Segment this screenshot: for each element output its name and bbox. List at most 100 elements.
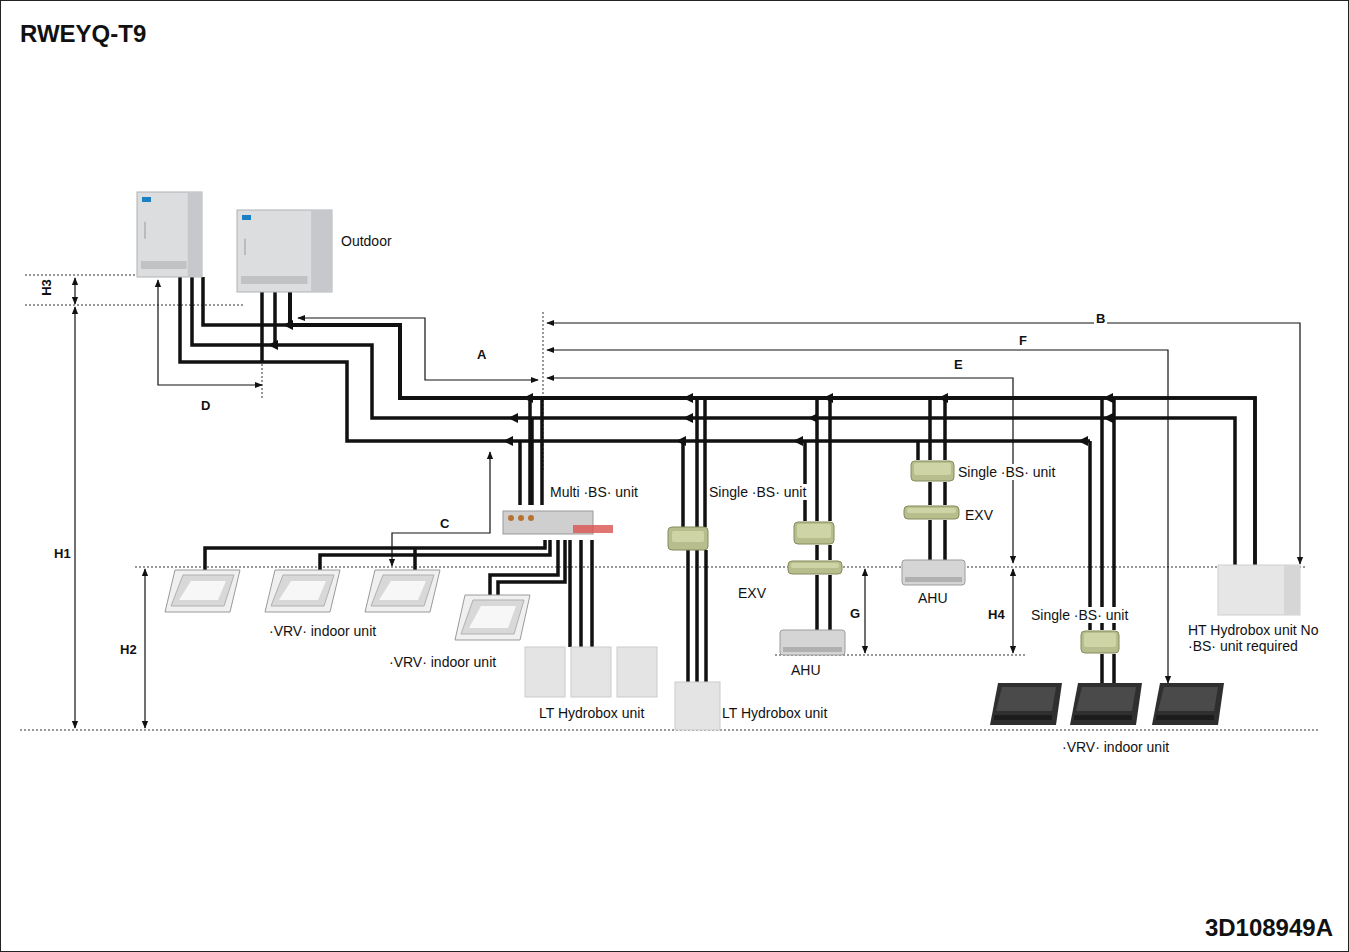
unit-picture (525, 647, 657, 697)
unit-picture (1156, 715, 1214, 720)
unit-picture (914, 463, 951, 475)
refrigerant-pipe (916, 441, 920, 460)
dimension-label: E (952, 357, 965, 372)
refrigerant-pipe (703, 398, 707, 527)
unit-picture (794, 522, 834, 544)
unit-picture (794, 522, 834, 544)
refrigerant-pipe (498, 540, 565, 595)
dimension-line (1012, 569, 1013, 653)
refrigerant-pipe-connector (928, 482, 932, 505)
unit-picture (904, 506, 959, 519)
unit-picture (165, 570, 445, 612)
unit-picture (911, 461, 954, 481)
unit-node: EXV (787, 560, 843, 575)
unit-node: LT Hydrobox unit (525, 647, 657, 697)
unit-label: EXV (737, 585, 767, 601)
refrigerant-pipe (260, 292, 264, 362)
unit-picture (518, 515, 524, 521)
refrigerant-pipe (943, 482, 947, 505)
dimension-label: H3 (39, 277, 54, 298)
refrigerant-pipe-connector (320, 540, 550, 570)
unit-node: HT Hydrobox unit No ·BS· unit required (1218, 565, 1300, 615)
refrigerant-pipe (686, 550, 690, 682)
unit-picture (1081, 631, 1119, 653)
unit-picture (1218, 565, 1300, 615)
unit-label: AHU (790, 662, 822, 678)
unit-picture (188, 192, 202, 277)
unit-picture (788, 561, 842, 574)
unit-picture (242, 215, 251, 220)
unit-picture (1081, 631, 1119, 653)
refrigerant-pipe (803, 441, 807, 521)
flow-arrowhead (268, 320, 1113, 446)
refrigerant-pipe (681, 441, 685, 527)
unit-picture (145, 222, 146, 239)
dimension-line (75, 278, 1300, 728)
unit-picture (783, 647, 842, 652)
unit-picture (903, 505, 960, 520)
unit-picture (780, 630, 845, 655)
unit-picture (780, 630, 845, 655)
unit-picture (265, 570, 340, 612)
refrigerant-pipe (1088, 441, 1092, 630)
unit-picture (907, 508, 956, 513)
unit-node: ·VRV· indoor unit (165, 570, 445, 612)
unit-label: EXV (964, 507, 994, 523)
unit-label: Outdoor (340, 233, 393, 249)
unit-picture (994, 715, 1052, 720)
unit-label: LT Hydrobox unit (721, 705, 828, 721)
unit-picture (455, 595, 530, 640)
unit-picture (990, 683, 1224, 725)
unit-picture (675, 682, 720, 730)
unit-picture (495, 505, 615, 540)
unit-label: Multi ·BS· unit (549, 484, 639, 500)
unit-picture (455, 595, 530, 640)
refrigerant-pipe (273, 292, 277, 345)
unit-picture (171, 575, 234, 606)
dimension-label: B (1094, 311, 1107, 326)
unit-label: Single ·BS· unit (708, 484, 807, 500)
refrigerant-pipe-connector (290, 292, 930, 460)
unit-picture (137, 192, 332, 292)
unit-node: AHU (780, 630, 845, 655)
flow-arrowhead (1103, 413, 1113, 423)
flow-arrowhead (676, 436, 686, 446)
unit-picture (469, 606, 516, 628)
refrigerant-pipe-connector (290, 292, 1255, 565)
unit-picture (787, 560, 843, 575)
unit-label: HT Hydrobox unit No ·BS· unit required (1187, 622, 1339, 654)
refrigerant-pipe (943, 398, 947, 460)
drawing-number: 3D108949A (1205, 914, 1333, 942)
unit-picture (237, 210, 332, 292)
unit-picture (165, 570, 440, 612)
dimension-line (864, 569, 865, 653)
unit-picture (279, 581, 326, 600)
unit-node: EXV (903, 505, 960, 520)
refrigerant-pipe (518, 441, 522, 505)
refrigerant-pipe (943, 520, 947, 560)
unit-node: LT Hydrobox unit (675, 682, 720, 730)
unit-node: Single ·BS· unit (793, 521, 835, 545)
unit-picture (271, 575, 334, 606)
unit-picture (1218, 565, 1300, 615)
unit-picture (461, 600, 524, 634)
unit-picture (1218, 565, 1300, 615)
dotted-reference-line (25, 275, 145, 276)
refrigerant-pipe (828, 398, 832, 521)
unit-picture (311, 210, 332, 292)
dimension-label: A (475, 347, 488, 362)
unit-picture (617, 647, 657, 697)
dimension-label: F (1017, 333, 1029, 348)
refrigerant-pipe (180, 277, 1255, 683)
unit-picture (675, 682, 720, 730)
unit-picture (902, 560, 965, 585)
refrigerant-pipe-connector (1100, 654, 1104, 683)
bs-unit-symbol (668, 527, 708, 550)
refrigerant-pipe (180, 277, 1090, 441)
refrigerant-pipe (568, 540, 572, 647)
unit-picture (1152, 683, 1224, 725)
unit-picture (179, 581, 226, 600)
